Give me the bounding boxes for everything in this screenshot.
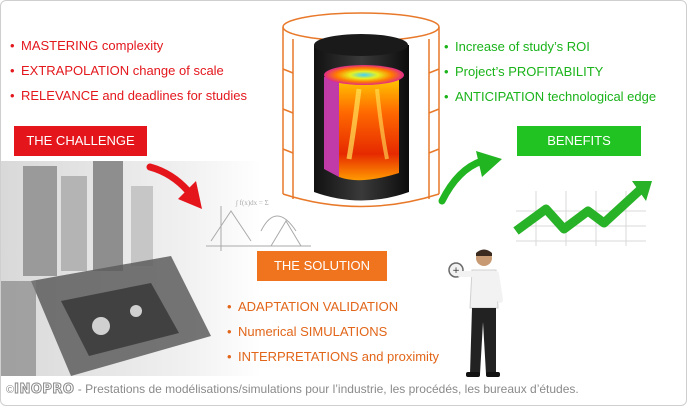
industrial-plant-photo: [1, 161, 261, 376]
footer-caption: ©INOPRO - Prestations de modélisations/s…: [6, 382, 579, 398]
benefit-item: Increase of study’s ROI: [444, 39, 656, 64]
solutions-list: ADAPTATION VALIDATION Numerical SIMULATI…: [227, 299, 439, 374]
the-challenge-label: THE CHALLENGE: [14, 126, 147, 156]
benefit-item: Project’s PROFITABILITY: [444, 64, 656, 89]
challenge-item: MASTERING complexity: [10, 38, 247, 63]
svg-text:+: +: [452, 266, 460, 276]
reactor-simulation-image: [282, 12, 440, 208]
solution-item: Numerical SIMULATIONS: [227, 324, 439, 349]
red-arrow-icon: [146, 163, 202, 209]
presenter-figure: +: [448, 249, 503, 377]
challenges-list: MASTERING complexity EXTRAPOLATION chang…: [10, 38, 247, 113]
benefits-list: Increase of study’s ROI Project’s PROFIT…: [444, 39, 656, 114]
solution-item: ADAPTATION VALIDATION: [227, 299, 439, 324]
inopro-logo: INOPRO: [14, 382, 75, 398]
equations-sketch: ∫ f(x)dx = Σ: [206, 199, 311, 251]
svg-text:∫ f(x)dx = Σ: ∫ f(x)dx = Σ: [235, 199, 269, 207]
green-arrow-icon: [438, 151, 502, 205]
benefits-label: BENEFITS: [517, 126, 641, 156]
the-solution-label: THE SOLUTION: [257, 251, 387, 281]
footer-tagline: - Prestations de modélisations/simulatio…: [74, 382, 579, 396]
solution-item: INTERPRETATIONS and proximity: [227, 349, 439, 374]
copyright-symbol: ©: [6, 384, 15, 396]
benefit-item: ANTICIPATION technological edge: [444, 89, 656, 114]
challenge-item: RELEVANCE and deadlines for studies: [10, 88, 247, 113]
growth-chart-image: [513, 181, 652, 246]
challenge-item: EXTRAPOLATION change of scale: [10, 63, 247, 88]
